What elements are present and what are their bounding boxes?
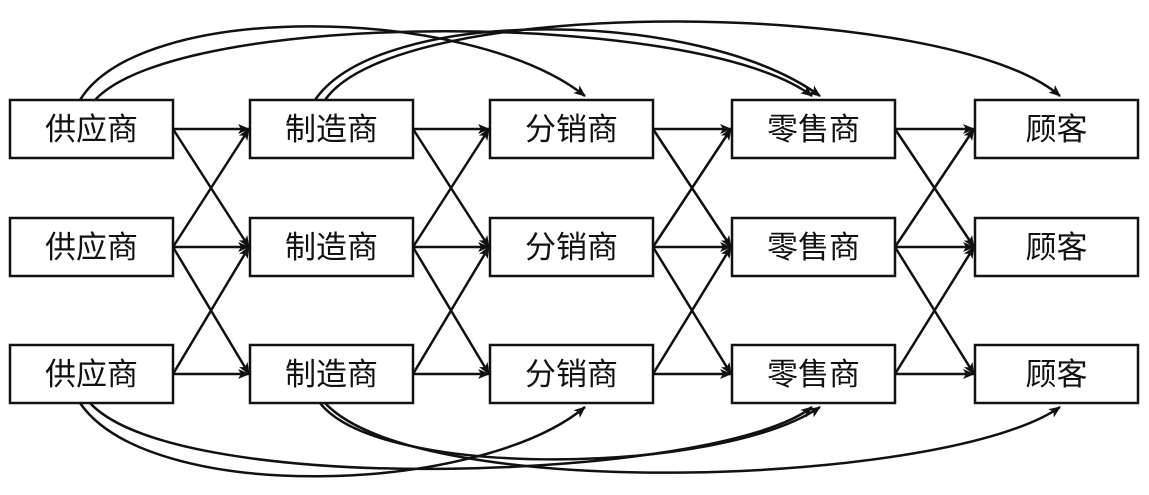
retailer-label: 零售商 [767, 112, 860, 148]
manufacturer-node-2: 制造商 [248, 216, 415, 278]
distributor-label: 分销商 [525, 112, 618, 148]
retailer-box [730, 216, 897, 278]
retailer-node-1: 零售商 [730, 98, 897, 160]
supplier-label: 供应商 [45, 112, 138, 148]
supplier-label: 供应商 [45, 230, 138, 266]
distributor-to-retailer-arrow [651, 128, 733, 248]
customer-node-3: 顾客 [973, 343, 1140, 405]
manufacturer-label: 制造商 [285, 357, 378, 393]
retailer-to-customer-arrow [893, 128, 976, 248]
manufacturer-to-customer-arc [324, 402, 1061, 474]
supplier-to-retailer-arc [89, 402, 813, 471]
supplier-to-distributor-arc [78, 402, 586, 478]
supplier-label: 供应商 [45, 357, 138, 393]
manufacturer-node-3: 制造商 [248, 343, 415, 405]
retailer-box [730, 343, 897, 405]
customer-node-2: 顾客 [973, 216, 1140, 278]
retailer-to-customer-arrow [893, 246, 976, 375]
customer-box [973, 98, 1140, 160]
supplier-node-2: 供应商 [8, 216, 175, 278]
distributor-node-2: 分销商 [488, 216, 655, 278]
supplier-to-manufacturer-arrow [171, 128, 251, 248]
supplier-node-3: 供应商 [8, 343, 175, 405]
customer-label: 顾客 [1026, 112, 1088, 148]
stage-nodes: 供应商供应商供应商制造商制造商制造商分销商分销商分销商零售商零售商零售商顾客顾客… [8, 98, 1140, 405]
manufacturer-box [248, 343, 415, 405]
retailer-label: 零售商 [767, 230, 860, 266]
customer-box [973, 216, 1140, 278]
manufacturer-box [248, 216, 415, 278]
manufacturer-to-customer-arc [323, 20, 1061, 101]
manufacturer-label: 制造商 [285, 230, 378, 266]
retailer-node-3: 零售商 [730, 343, 897, 405]
distributor-to-retailer-arrow [651, 246, 733, 375]
customer-label: 顾客 [1026, 357, 1088, 393]
supplier-to-manufacturer-arrow [171, 246, 251, 375]
manufacturer-label: 制造商 [285, 112, 378, 148]
manufacturer-node-1: 制造商 [248, 98, 415, 160]
distributor-box [488, 216, 655, 278]
customer-box [973, 343, 1140, 405]
supplier-to-distributor-arc [78, 25, 586, 101]
supplier-node-1: 供应商 [8, 98, 175, 160]
retailer-node-2: 零售商 [730, 216, 897, 278]
retailer-label: 零售商 [767, 357, 860, 393]
distributor-box [488, 343, 655, 405]
distributor-node-3: 分销商 [488, 343, 655, 405]
distributor-node-1: 分销商 [488, 98, 655, 160]
retailer-box [730, 98, 897, 160]
supplier-box [8, 98, 175, 160]
customer-node-1: 顾客 [973, 98, 1140, 160]
supplier-to-retailer-arc [94, 30, 813, 101]
connections [78, 20, 1061, 478]
supplier-box [8, 216, 175, 278]
distributor-box [488, 98, 655, 160]
manufacturer-to-distributor-arrow [411, 128, 491, 248]
manufacturer-to-retailer-arc [313, 28, 821, 101]
distributor-label: 分销商 [525, 357, 618, 393]
supplier-box [8, 343, 175, 405]
manufacturer-box [248, 98, 415, 160]
distributor-label: 分销商 [525, 230, 618, 266]
customer-label: 顾客 [1026, 230, 1088, 266]
manufacturer-to-distributor-arrow [411, 246, 491, 375]
manufacturer-to-retailer-arc [319, 402, 821, 461]
